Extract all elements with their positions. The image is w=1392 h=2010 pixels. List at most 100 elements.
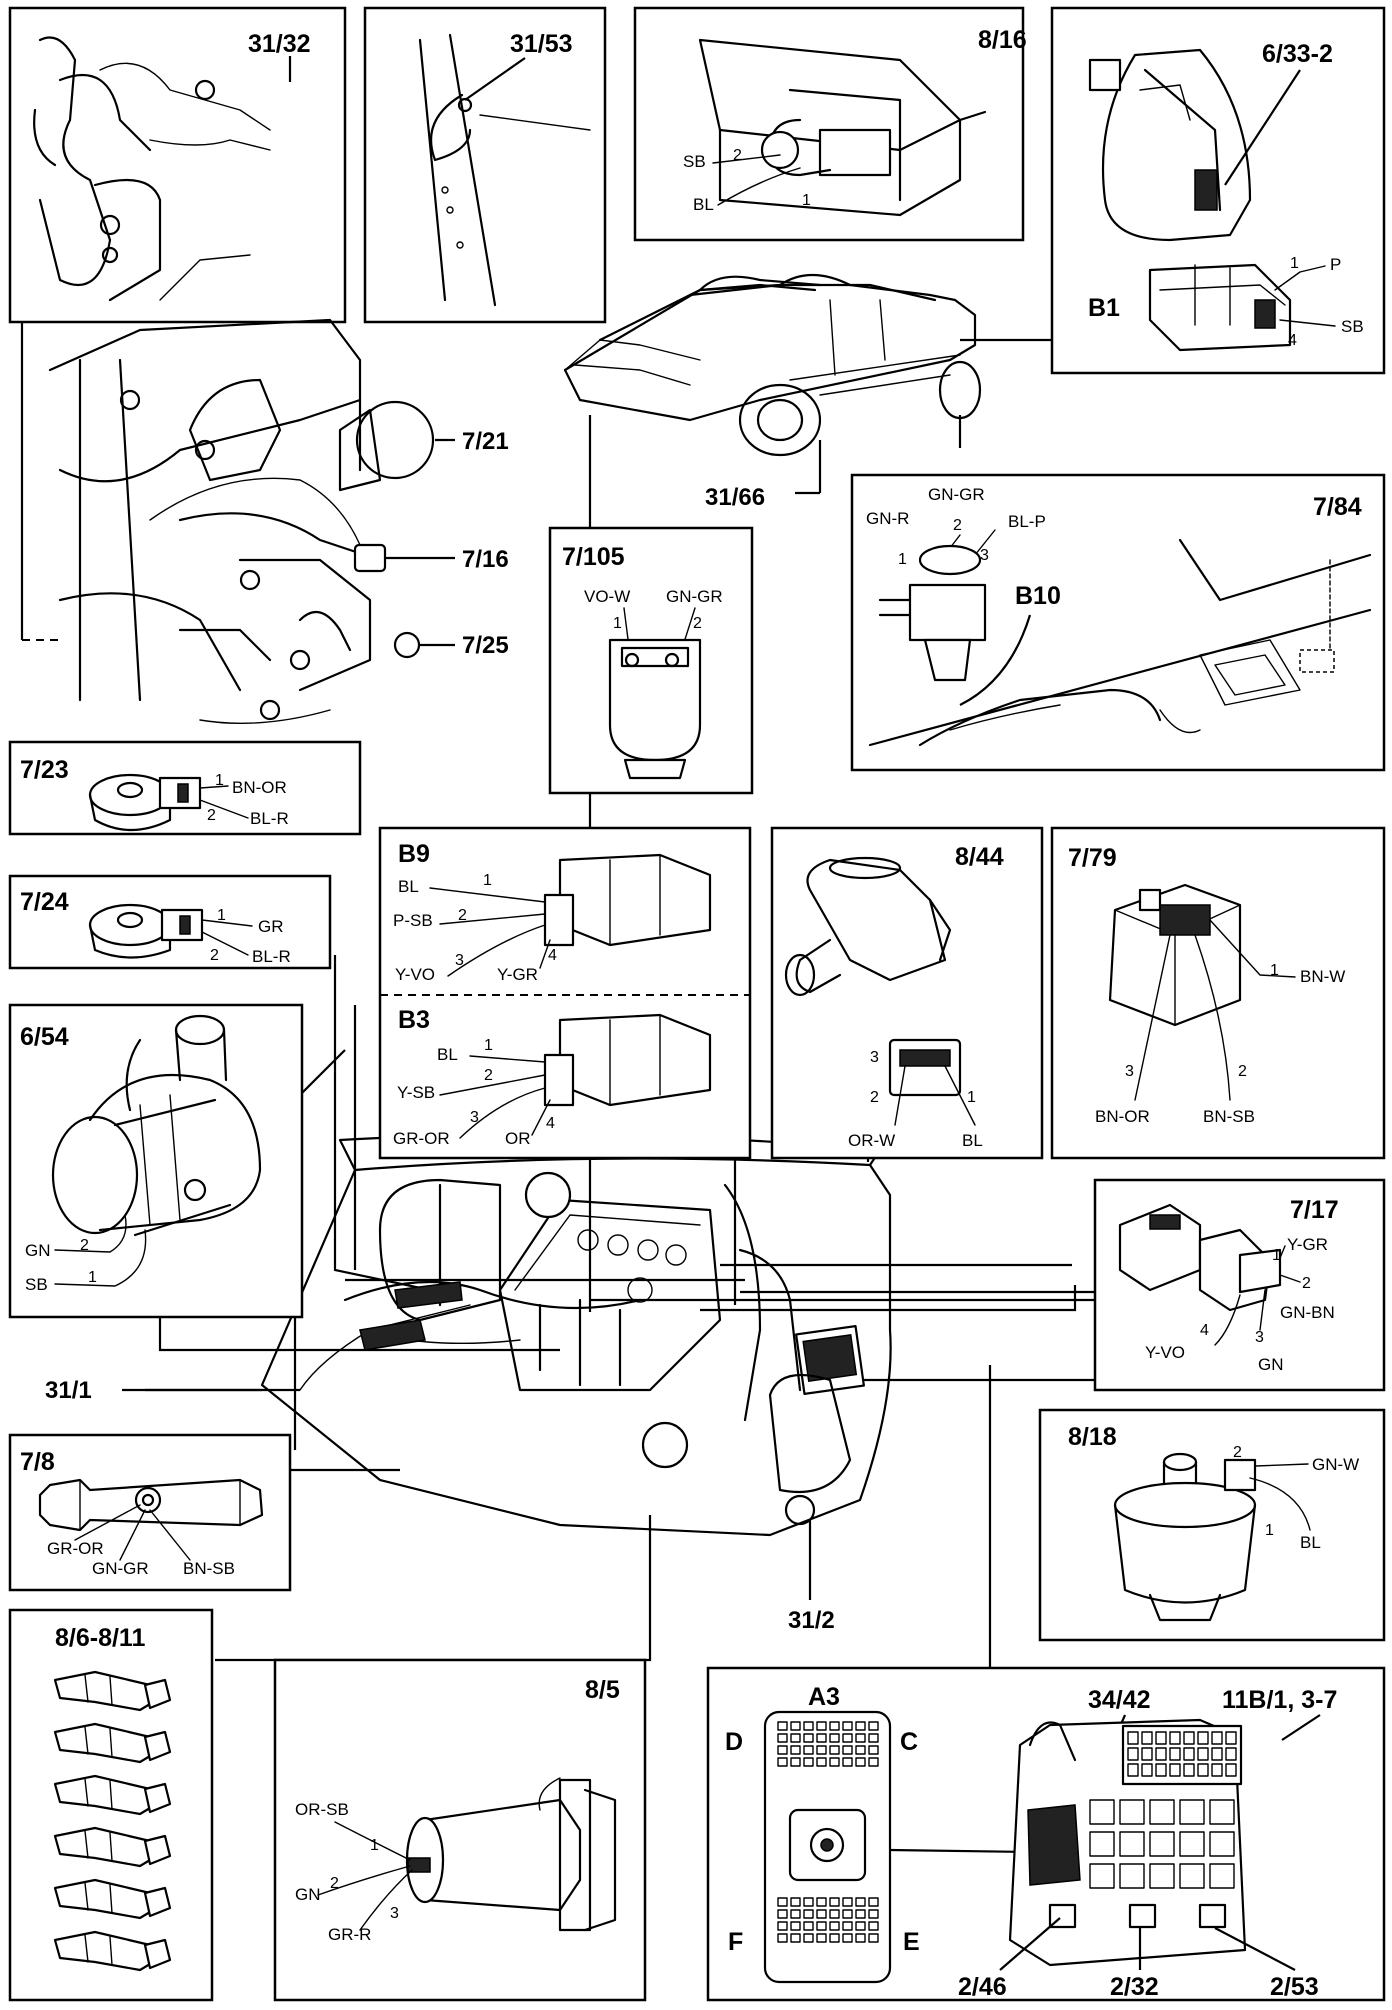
pin-7-17-2: 2 — [1302, 1275, 1311, 1292]
fusebox-label-11b: 11B/1, 3-7 — [1222, 1686, 1337, 1714]
wire-7-24-1: GR — [258, 917, 284, 936]
wire-8-18-1: BL — [1300, 1533, 1321, 1552]
wire-7-105-1: VO-W — [584, 587, 630, 606]
panel-6-33-2: 6/33-2 B1 1 P 4 SB — [1050, 6, 1386, 375]
pin-7-84-3: 3 — [980, 547, 989, 564]
pin-8-5-1: 1 — [370, 1837, 379, 1854]
panel-6-33-2-title: 6/33-2 — [1262, 40, 1333, 68]
a3-quadrant-d: D — [725, 1728, 743, 1756]
wire-6-54-2: GN — [25, 1241, 51, 1260]
engine-detail-illustration — [22, 318, 455, 725]
wire-7-23-1: BN-OR — [232, 778, 287, 797]
wire-7-17-1: Y-GR — [1287, 1235, 1328, 1254]
wire-b3-1: BL — [437, 1045, 458, 1064]
wire-6-54-1: SB — [25, 1275, 48, 1294]
pin-7-24-2: 2 — [210, 947, 219, 964]
panel-7-23-title: 7/23 — [20, 756, 69, 784]
panel-8-18: 8/18 2 GN-W 1 BL — [1038, 1408, 1386, 1642]
pin-8-5-2: 2 — [330, 1875, 339, 1892]
wire-8-18-2: GN-W — [1312, 1455, 1359, 1474]
wire-b1-1: P — [1330, 255, 1341, 274]
pin-b3-4: 4 — [546, 1115, 555, 1132]
pin-7-23-1: 1 — [215, 772, 224, 789]
pin-b3-3: 3 — [470, 1109, 479, 1126]
fusebox-label-2-53: 2/53 — [1270, 1973, 1319, 2001]
pin-8-16-2: 2 — [733, 147, 742, 164]
pin-8-18-1: 1 — [1265, 1522, 1274, 1539]
pin-b1-4: 4 — [1288, 332, 1297, 349]
callout-7-21: 7/21 — [462, 428, 509, 455]
wire-8-5-2: GN — [295, 1885, 321, 1904]
panel-7-105: 7/105 VO-W 1 GN-GR 2 — [548, 526, 754, 795]
panel-8-18-title: 8/18 — [1068, 1423, 1117, 1451]
a3-quadrant-e: E — [903, 1928, 920, 1956]
wire-8-44-2: OR-W — [848, 1131, 895, 1150]
wire-7-8-gror: GR-OR — [47, 1539, 104, 1558]
panel-31-32-title: 31/32 — [248, 30, 311, 58]
panel-7-84: 7/84 GN-GR 2 GN-R 1 BL-P 3 B10 — [850, 473, 1386, 772]
injector-icon — [53, 1930, 172, 1972]
panel-8-16: 8/16 SB 2 BL 1 — [633, 6, 1027, 242]
pin-7-84-2: 2 — [953, 517, 962, 534]
wire-7-8-gngr: GN-GR — [92, 1559, 149, 1578]
panel-b9-title: B9 — [398, 840, 430, 868]
panel-8-44-title: 8/44 — [955, 843, 1004, 871]
wire-7-79-1: BN-W — [1300, 967, 1345, 986]
panel-8-5-title: 8/5 — [585, 1676, 620, 1704]
pin-8-18-2: 2 — [1233, 1444, 1242, 1461]
a3-quadrant-f: F — [728, 1928, 743, 1956]
wire-b1-4: SB — [1341, 317, 1364, 336]
panel-b3-title: B3 — [398, 1006, 430, 1034]
wire-8-5-1: OR-SB — [295, 1800, 349, 1819]
wire-7-17-2: GN-BN — [1280, 1303, 1335, 1322]
pin-b3-2: 2 — [484, 1067, 493, 1084]
panel-a3-title: A3 — [808, 1683, 840, 1711]
pin-8-44-3: 3 — [870, 1049, 879, 1066]
wire-7-84-1: GN-R — [866, 509, 909, 528]
panel-7-17-title: 7/17 — [1290, 1196, 1339, 1224]
panel-7-84-title: 7/84 — [1313, 493, 1362, 521]
panel-8-6-8-11: 8/6-8/11 — [8, 1608, 214, 2002]
wire-7-8-bnsb: BN-SB — [183, 1559, 235, 1578]
panel-8-6-8-11-title: 8/6-8/11 — [55, 1624, 145, 1652]
a3-quadrant-c: C — [900, 1728, 918, 1756]
panel-b9-b3: B9 BL 1 P-SB 2 Y-VO 3 Y-GR 4 B3 BL 1 Y-S… — [378, 826, 752, 1160]
wire-b3-2: Y-SB — [397, 1083, 435, 1102]
pin-7-105-1: 1 — [613, 615, 622, 632]
panel-8-16-title: 8/16 — [978, 26, 1027, 54]
pin-b1-1: 1 — [1290, 255, 1299, 272]
pin-7-79-2: 2 — [1238, 1063, 1247, 1080]
pin-b9-2: 2 — [458, 907, 467, 924]
panel-7-23: 7/23 1 BN-OR 2 BL-R — [8, 740, 362, 836]
callout-31-66: 31/66 — [705, 484, 765, 511]
wire-b3-4: OR — [505, 1129, 531, 1148]
pin-7-105-2: 2 — [693, 615, 702, 632]
wire-b9-3: Y-VO — [395, 965, 435, 984]
wire-7-79-3: BN-OR — [1095, 1107, 1150, 1126]
wire-b9-1: BL — [398, 877, 419, 896]
wire-8-16-2: SB — [683, 152, 706, 171]
pin-8-44-2: 2 — [870, 1089, 879, 1106]
pin-7-23-2: 2 — [207, 807, 216, 824]
injector-icon — [53, 1878, 172, 1920]
wire-7-17-4: Y-VO — [1145, 1343, 1185, 1362]
pin-7-17-4: 4 — [1200, 1322, 1209, 1339]
panel-a3-fusebox: A3 D C F E 34/42 11B/1, 3-7 2/46 2/32 2/… — [706, 1666, 1386, 2002]
callout-31-1: 31/1 — [45, 1377, 92, 1404]
panel-6-54: 6/54 GN 2 SB 1 — [8, 1003, 304, 1319]
injector-icon — [53, 1722, 172, 1764]
fuse-grid — [1089, 1731, 1237, 1889]
a3-pin-grid — [777, 1721, 879, 1943]
panel-b1-label: B1 — [1088, 294, 1120, 322]
wire-7-79-2: BN-SB — [1203, 1107, 1255, 1126]
panel-31-53: 31/53 — [363, 6, 607, 324]
fusebox-label-2-46: 2/46 — [958, 1973, 1007, 2001]
wire-7-105-2: GN-GR — [666, 587, 723, 606]
panel-7-24-title: 7/24 — [20, 888, 69, 916]
pin-7-79-1: 1 — [1270, 962, 1279, 979]
pin-8-16-1: 1 — [802, 192, 811, 209]
panel-b10-label: B10 — [1015, 582, 1061, 610]
panel-8-5: 8/5 OR-SB 1 GN 2 GR-R 3 — [273, 1658, 647, 2002]
engine-bay-illustration — [260, 1133, 1100, 1537]
pin-b9-3: 3 — [455, 952, 464, 969]
